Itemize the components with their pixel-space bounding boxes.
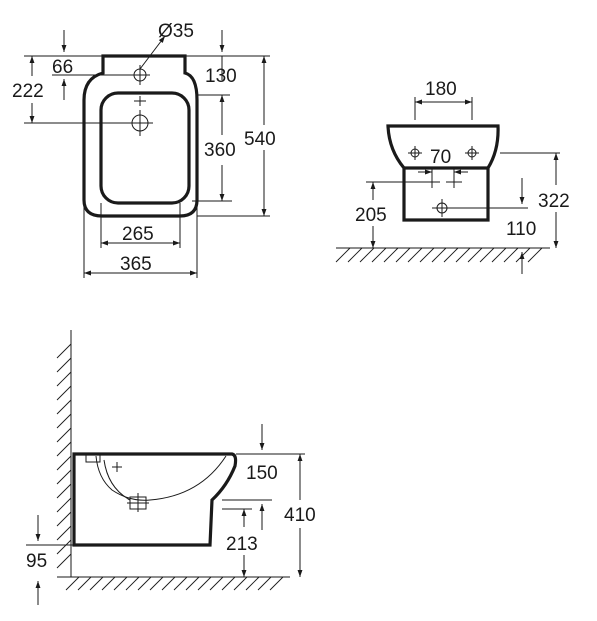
- top-view: Ø35 66 222 130 360 540 265: [12, 21, 276, 278]
- dim-360: 360: [204, 140, 236, 161]
- side-view-outline: [72, 452, 238, 547]
- dim-110: 110: [506, 219, 536, 240]
- dim-322: 322: [538, 191, 570, 212]
- waste-outlet-icon: [432, 199, 452, 217]
- dim-205: 205: [355, 205, 387, 226]
- dim-222: 222: [12, 81, 44, 102]
- dim-540: 540: [244, 129, 276, 150]
- dim-70: 70: [430, 147, 451, 168]
- dim-265: 265: [122, 224, 154, 245]
- side-wall-hatch: [56, 343, 72, 569]
- front-floor-hatch: [335, 247, 543, 263]
- dim-410: 410: [284, 505, 316, 526]
- dim-365: 365: [120, 254, 152, 275]
- right-hole-icon: [465, 146, 479, 160]
- dim-130: 130: [205, 66, 237, 87]
- front-view: 180 70 322 205 110: [335, 79, 570, 274]
- waste-trap-icon: [127, 493, 149, 512]
- drain-icon: [127, 110, 153, 136]
- dim-213: 213: [226, 534, 258, 555]
- top-view-bowl: [99, 91, 191, 205]
- fixing-holes-icon: [424, 176, 462, 188]
- front-view-outline: [386, 124, 500, 222]
- dim-95: 95: [26, 551, 47, 572]
- dim-150: 150: [246, 463, 278, 484]
- side-floor-hatch: [65, 576, 284, 591]
- left-hole-icon: [408, 146, 422, 160]
- dim-180: 180: [425, 79, 457, 100]
- dim-hole-diameter: Ø35: [158, 21, 194, 42]
- side-view: 150 410 213 95: [26, 330, 316, 605]
- dim-66: 66: [52, 57, 73, 78]
